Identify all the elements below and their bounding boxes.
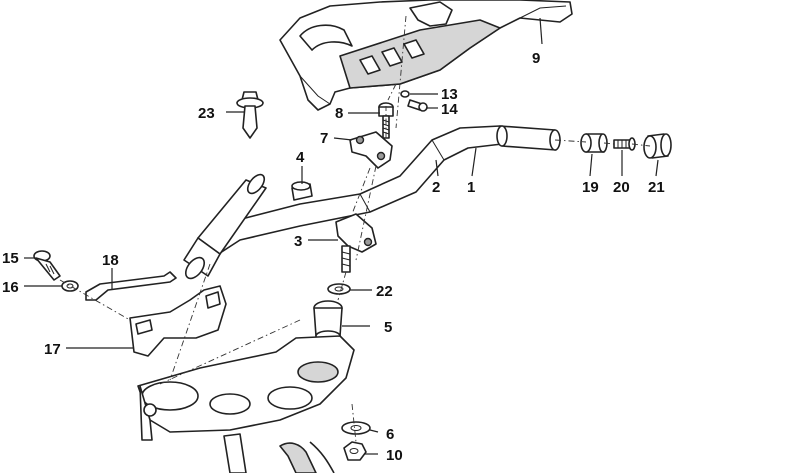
callout-9: 8: [335, 105, 343, 122]
callout-16: 16: [2, 279, 19, 296]
callout-10: 9: [532, 50, 540, 67]
callout-5: 5: [384, 319, 392, 336]
assembly-lines: [59, 15, 651, 443]
part-7-nut: [343, 441, 367, 461]
part-15-screw: [33, 250, 61, 281]
fork-tube: [223, 433, 335, 473]
part-3-clamp-lower: [335, 213, 377, 273]
callout-19: 19: [582, 179, 599, 196]
triple-clamp: [137, 335, 355, 441]
part-20-bar-end-screw: [613, 137, 636, 151]
part-22-washer: [327, 283, 351, 295]
part-23-rivet: [236, 91, 264, 139]
callout-21: 21: [648, 179, 665, 196]
callout-labels: 9 13 14 23 8 7 4 2 1 19 20 21 3 15 18 16…: [2, 50, 665, 464]
callout-17: 17: [44, 341, 61, 358]
part-2-grip: [183, 173, 267, 280]
part-5-spacer: [313, 300, 343, 342]
callout-1: 1: [467, 179, 475, 196]
callout-18: 18: [102, 252, 119, 269]
part-17-bracket: [129, 285, 227, 357]
callout-8: 7: [320, 130, 328, 147]
callout-15: 15: [2, 250, 19, 267]
callout-20: 20: [613, 179, 630, 196]
part-13-washer: [400, 90, 410, 98]
part-4-bushing: [291, 181, 313, 201]
part-8-clamp-upper: [349, 131, 393, 169]
part-1-handlebar: [189, 125, 561, 267]
part-19-bar-end-insert: [580, 133, 608, 153]
part-14-screw: [407, 99, 428, 112]
callout-13: 13: [441, 86, 458, 103]
callout-7: 10: [386, 447, 403, 464]
callout-6: 6: [386, 426, 394, 443]
callout-4: 4: [296, 149, 305, 166]
part-10-cover-bracket: [279, 0, 573, 111]
callout-14: 14: [441, 101, 458, 118]
part-18-wire-clip: [85, 271, 177, 301]
leader-lines: [24, 17, 659, 455]
callout-22: 22: [376, 283, 393, 300]
callout-23: 23: [198, 105, 215, 122]
part-21-bar-end-weight: [643, 133, 672, 159]
callout-2: 2: [432, 179, 440, 196]
callout-3: 3: [294, 233, 302, 250]
part-6-washer: [341, 421, 371, 435]
